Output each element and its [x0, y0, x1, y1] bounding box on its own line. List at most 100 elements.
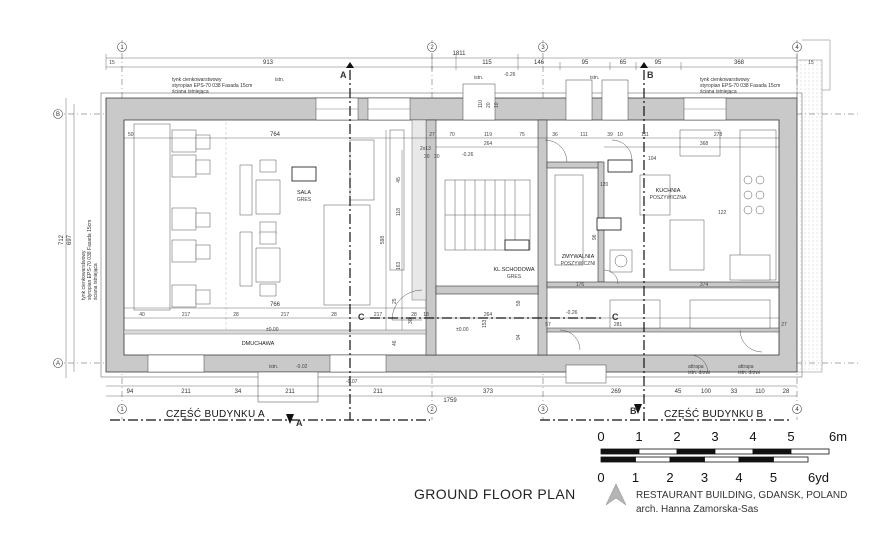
note-attrapa-1b: istn. drzwi [688, 370, 710, 376]
dim-b2-100: 100 [701, 389, 712, 395]
dim-misc-30b: 30 [434, 154, 440, 160]
svg-text:styropian EPS-70 038 Fasada 15: styropian EPS-70 038 Fasada 15cm [700, 83, 780, 89]
axis-label-2-bottom: 2 [430, 407, 434, 413]
level-2: -0.26 [462, 152, 474, 158]
dim-top-95a: 95 [582, 60, 589, 66]
scale-metric-tick-label: 2 [673, 429, 680, 444]
axis-label-1-top: 1 [120, 45, 124, 51]
scale-metric-tick-label: 5 [787, 429, 794, 444]
section-b-bottom: B [630, 406, 637, 416]
dim-39: 39 [607, 132, 613, 138]
room-tags [291, 159, 633, 251]
scale-imperial-segment [635, 456, 671, 463]
note-left-vertical: tynk cienkowarstwowy styropian EPS-70 03… [81, 220, 99, 300]
section-b-top: B [647, 70, 654, 80]
level-4: ±0.00 [456, 327, 469, 333]
dim-misc-96: 96 [592, 234, 598, 240]
scale-imperial-segment [704, 456, 740, 463]
section-a-bottom: A [296, 418, 303, 428]
dim-b2-373: 373 [483, 389, 494, 395]
svg-text:styropian EPS-70 038 Fasada 15: styropian EPS-70 038 Fasada 15cm [87, 220, 93, 300]
section-lines [110, 70, 790, 421]
dim-misc-30c: 30 [408, 318, 414, 324]
note-istn-2: istn. [474, 75, 483, 81]
dim-b2-28: 28 [783, 389, 790, 395]
dim-b1-217a: 217 [182, 312, 191, 318]
dim-111a: 111 [580, 132, 588, 138]
dim-misc-50: 50 [128, 132, 134, 138]
drawing-title: GROUND FLOOR PLAN [414, 486, 576, 502]
room-sala-name: SALA [297, 190, 311, 196]
svg-text:ściana istniejąca: ściana istniejąca [700, 89, 737, 95]
dim-b1-28b: 28 [331, 312, 337, 318]
axis-label-4-bottom: 4 [795, 407, 799, 413]
dim-10: 10 [617, 132, 623, 138]
scale-imperial-tick-label: 6yd [808, 470, 829, 485]
room-klatka-floor: GRES [507, 274, 522, 280]
note-istn-1: istn. [275, 77, 284, 83]
dim-b1-28a: 28 [233, 312, 239, 318]
dim-b2-211a: 211 [181, 389, 191, 395]
dim-v-118: 118 [396, 208, 402, 216]
dim-b1-28c: 28 [411, 312, 417, 318]
scale-imperial-segment [738, 456, 774, 463]
svg-text:ściana istniejąca: ściana istniejąca [172, 89, 209, 95]
dim-v-45: 45 [396, 177, 402, 183]
left-dimension-lines [65, 98, 75, 378]
scale-imperial-tick-label: 2 [666, 470, 673, 485]
drawing-architect: arch. Hanna Zamorska-Sas [636, 504, 758, 515]
section-c-right: C [612, 312, 619, 322]
dim-764: 764 [270, 132, 281, 138]
scale-metric-tick-label: 1 [635, 429, 642, 444]
dim-b1-57: 57 [545, 322, 551, 328]
scale-metric-tick-label: 6m [829, 429, 847, 444]
dim-misc-122: 122 [718, 210, 727, 216]
dim-overall-top: 1811 [453, 51, 467, 57]
dim-b2-211c: 211 [373, 389, 383, 395]
room-kuchnia-name: KUCHNIA [656, 188, 681, 194]
scale-metric-segment [638, 448, 678, 455]
section-a-top: A [340, 70, 347, 80]
top-dimension-lines [105, 54, 798, 70]
dim-misc-46: 46 [392, 340, 398, 346]
level-1: -0.26 [504, 72, 516, 78]
note-left-top: tynk cienkowarstwowy styropian EPS-70 03… [172, 77, 252, 95]
dim-misc-2x13: 2x13 [420, 146, 431, 152]
dim-368-inner: 368 [700, 141, 709, 147]
dim-264-top: 264 [484, 141, 493, 147]
room-kuchnia-sub: POSZYWICZNA [650, 195, 687, 201]
dim-b2-211b: 211 [285, 389, 295, 395]
dim-misc-10: 10 [494, 102, 500, 108]
dim-766: 766 [270, 302, 281, 308]
dim-top-65: 65 [620, 60, 627, 66]
note-right-top: tynk cienkowarstwowy styropian EPS-70 03… [700, 77, 780, 95]
dim-misc-120: 120 [600, 182, 609, 188]
dim-b2-45: 45 [675, 389, 682, 395]
room-dmuchawa: DMUCHAWA [242, 341, 275, 347]
axis-label-b: B [56, 112, 60, 118]
axis-label-a: A [56, 361, 60, 367]
dim-70: 70 [449, 132, 455, 138]
north-logo [605, 483, 627, 506]
dim-b1-217c: 217 [374, 312, 383, 318]
staircase [444, 179, 531, 251]
dim-misc-30a: 30 [424, 154, 430, 160]
scale-metric-tick-label: 3 [711, 429, 718, 444]
dim-misc-59: 59 [516, 300, 522, 306]
axis-label-1-bottom: 1 [120, 407, 124, 413]
note-attrapa-2: attrapa [738, 364, 754, 370]
dim-misc-20: 20 [486, 102, 492, 108]
dim-b2-33: 33 [731, 389, 738, 395]
axis-label-2-top: 2 [430, 45, 434, 51]
dim-b2-34: 34 [235, 389, 242, 395]
scale-imperial-tick-label: 5 [770, 470, 777, 485]
scale-imperial-tick-label: 3 [701, 470, 708, 485]
scale-imperial-tick-label: 1 [632, 470, 639, 485]
axis-bubbles [53, 42, 802, 414]
axis-label-4-top: 4 [795, 45, 799, 51]
note-istn-4: istn. [269, 364, 278, 370]
scale-imperial-segment [600, 456, 636, 463]
scale-imperial-tick-label: 4 [735, 470, 742, 485]
dim-b1-27: 27 [781, 322, 787, 328]
